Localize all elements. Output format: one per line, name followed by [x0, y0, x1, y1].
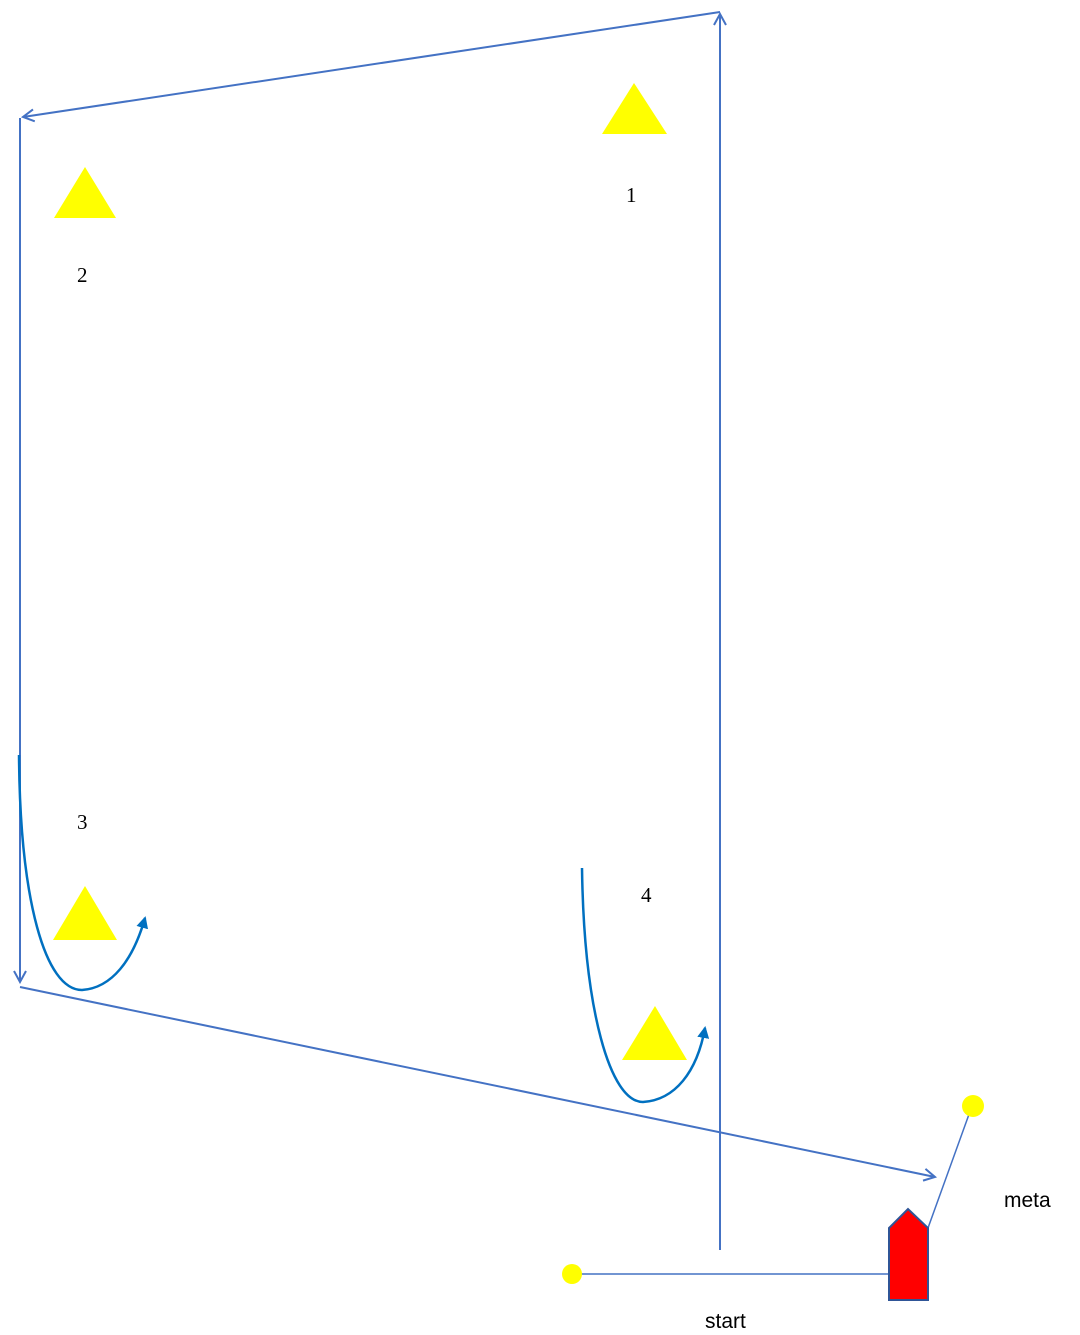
mark-3-label: 3: [77, 810, 88, 834]
turn-arrow-mark3: [17, 754, 149, 992]
start-label: start: [705, 1310, 746, 1333]
finish-label: meta: [1004, 1189, 1051, 1212]
finish-buoy-icon: [962, 1095, 984, 1117]
mark-1-label: 1: [626, 183, 637, 207]
mark-1-triangle-icon: [602, 83, 667, 134]
mark-4-label: 4: [641, 883, 652, 907]
finish-line: [927, 1105, 973, 1229]
leg-mark3-to-finish: [19, 986, 935, 1177]
committee-boat-icon: [888, 1207, 929, 1301]
leg-mark1-to-mark2: [23, 11, 721, 117]
mark-2-label: 2: [77, 263, 88, 287]
turn-arrow-mark4: [580, 867, 710, 1104]
mark-2-triangle-icon: [54, 167, 116, 218]
mark-3-triangle-icon: [53, 886, 117, 940]
mark-4-triangle-icon: [622, 1006, 687, 1060]
start-buoy-icon: [562, 1264, 582, 1284]
